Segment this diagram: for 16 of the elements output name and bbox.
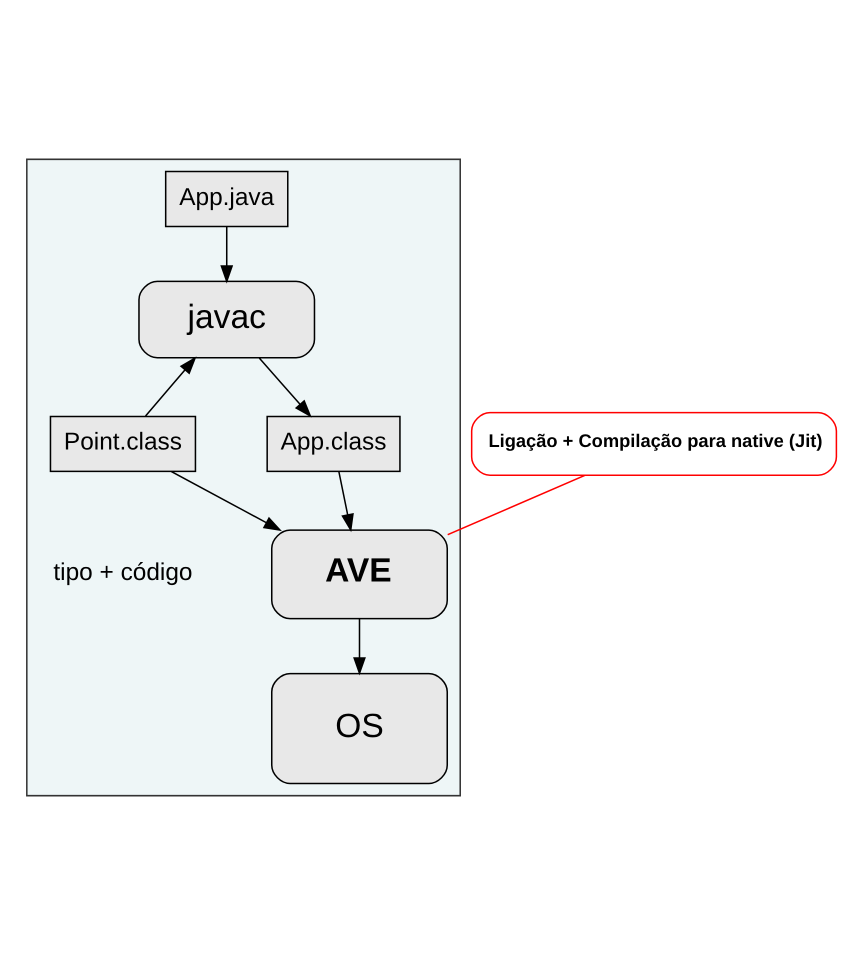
cluster: [26, 158, 461, 796]
node-box: App.class: [266, 416, 401, 472]
arrow: [258, 358, 312, 418]
node-box: Ligação + Compilação para native (Jit): [470, 412, 838, 476]
node-box: AVE: [270, 529, 448, 620]
arrow: [353, 618, 366, 676]
arrow: [171, 470, 282, 532]
node-box: App.java: [164, 170, 289, 228]
arrow: [145, 356, 197, 416]
arrow: [220, 226, 234, 284]
node-box: Point.class: [50, 416, 196, 472]
node-label: tipo + código: [53, 559, 192, 586]
node-box: javac: [138, 280, 316, 358]
node-box: OS: [270, 672, 448, 784]
connector: [447, 474, 586, 536]
arrow: [338, 472, 354, 532]
